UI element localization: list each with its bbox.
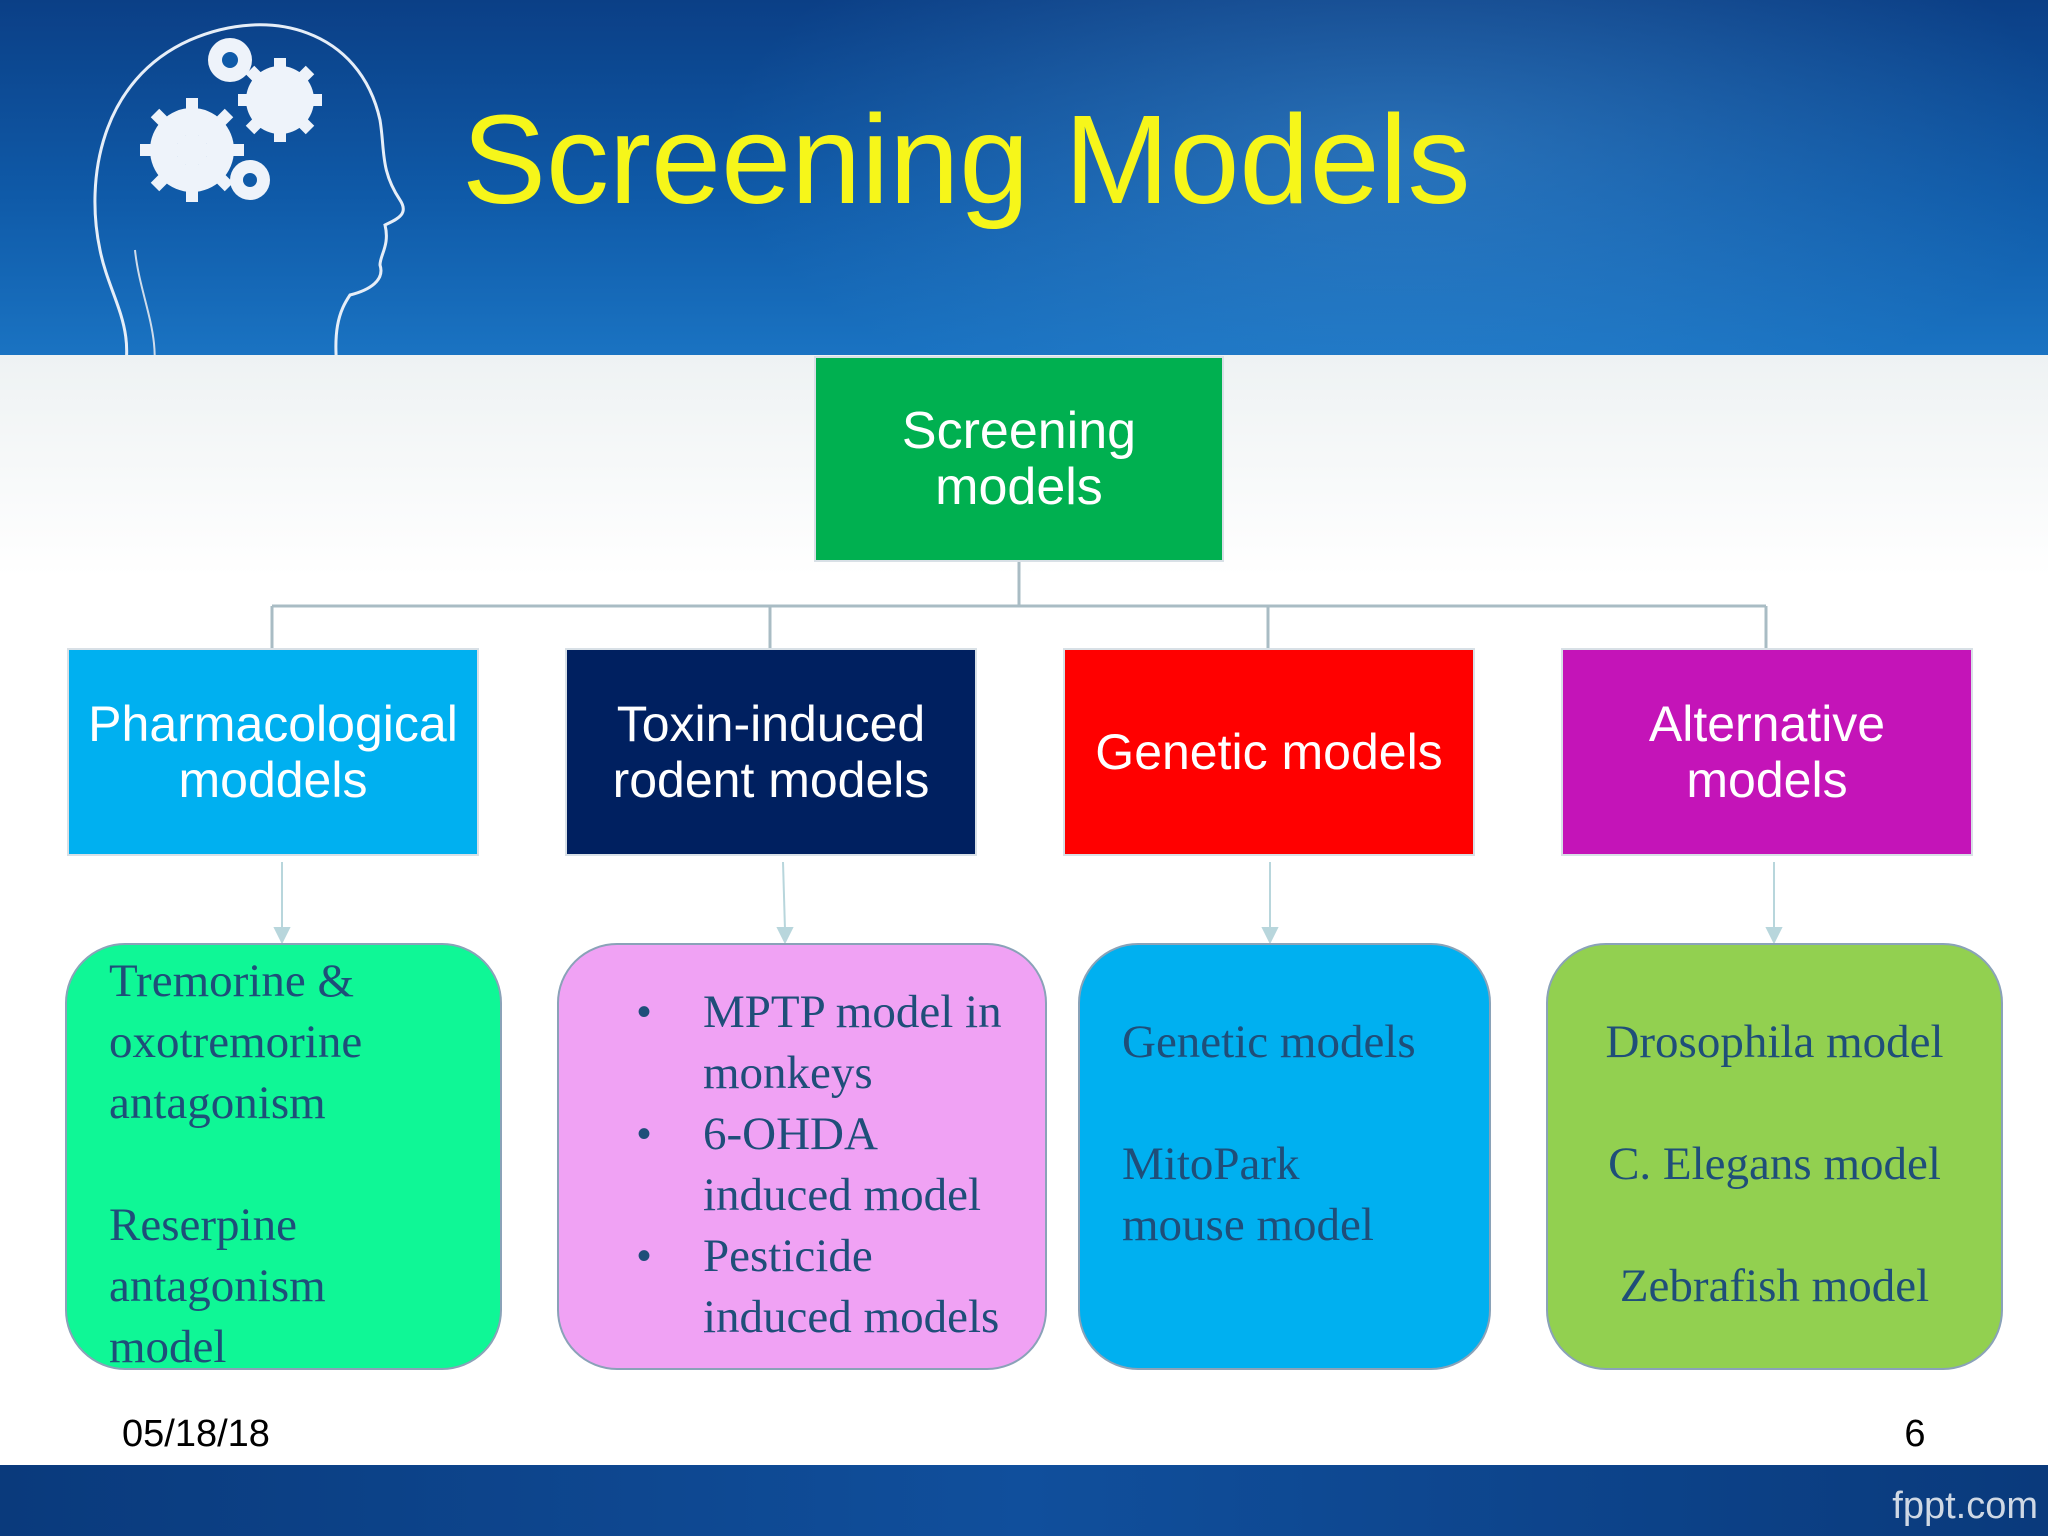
detail-card-alternative: Drosophila model C. Elegans model Zebraf… [1546,943,2003,1370]
detail-line: Zebrafish model [1619,1260,1930,1312]
detail-line: Genetic models [1122,1016,1416,1068]
footer-brand: fppt.com [1892,1485,2038,1527]
detail-line: oxotremorine [109,1016,363,1068]
category-label-line2: rodent models [612,752,930,808]
detail-line: Tremorine & [109,955,355,1007]
slide-title: Screening Models [462,89,1471,230]
detail-line: Drosophila model [1605,1016,1944,1068]
slide-header: Screening Models [0,0,2048,355]
detail-line: antagonism [109,1260,326,1312]
detail-line: Reserpine [109,1199,297,1251]
category-box-pharmacological: Pharmacological moddels [67,648,479,856]
detail-line: mouse model [1122,1199,1374,1251]
category-label-line2: models [1686,752,1848,808]
detail-line: monkeys [703,1047,873,1099]
category-label-line2: moddels [178,752,368,808]
category-label-line1: Genetic models [1095,724,1443,780]
head-with-gears-icon [93,23,405,355]
category-box-toxin-induced: Toxin-induced rodent models [565,648,977,856]
category-box-alternative: Alternative models [1561,648,1973,856]
root-label-line2: models [935,458,1103,516]
list-item: • 6-OHDA induced model [599,1104,1045,1226]
root-label-line1: Screening [901,402,1137,460]
detail-line: induced models [703,1291,1000,1343]
root-box-screening-models: Screening models [814,356,1224,562]
detail-line: C. Elegans model [1608,1138,1941,1190]
slide-footer [0,1465,2048,1536]
category-label-line1: Alternative [1648,696,1886,752]
detail-line: Pesticide [703,1230,873,1282]
detail-line: model [109,1321,227,1370]
category-box-genetic: Genetic models [1063,648,1475,856]
bullet-dot-icon: • [637,1112,652,1156]
list-item: • MPTP model in monkeys [599,982,1045,1104]
slide-page-number: 6 [1904,1413,1926,1455]
detail-card-pharmacological: Tremorine & oxotremorine antagonism Rese… [65,943,502,1370]
detail-line: MitoPark [1122,1138,1300,1190]
detail-card-toxin-induced: • MPTP model in monkeys • 6-OHDA induced… [557,943,1047,1370]
detail-line: antagonism [109,1077,326,1129]
bullet-dot-icon: • [637,990,652,1034]
detail-line: 6-OHDA [703,1108,878,1160]
detail-card-genetic: Genetic models MitoPark mouse model [1078,943,1491,1370]
list-item: • Pesticide induced models [599,1226,1045,1348]
slide-date: 05/18/18 [122,1413,270,1455]
category-label-line1: Pharmacological [88,696,458,752]
detail-line: induced model [703,1169,982,1221]
bullet-dot-icon: • [637,1234,652,1278]
category-label-line1: Toxin-induced [616,696,926,752]
detail-line: MPTP model in [703,986,1002,1038]
